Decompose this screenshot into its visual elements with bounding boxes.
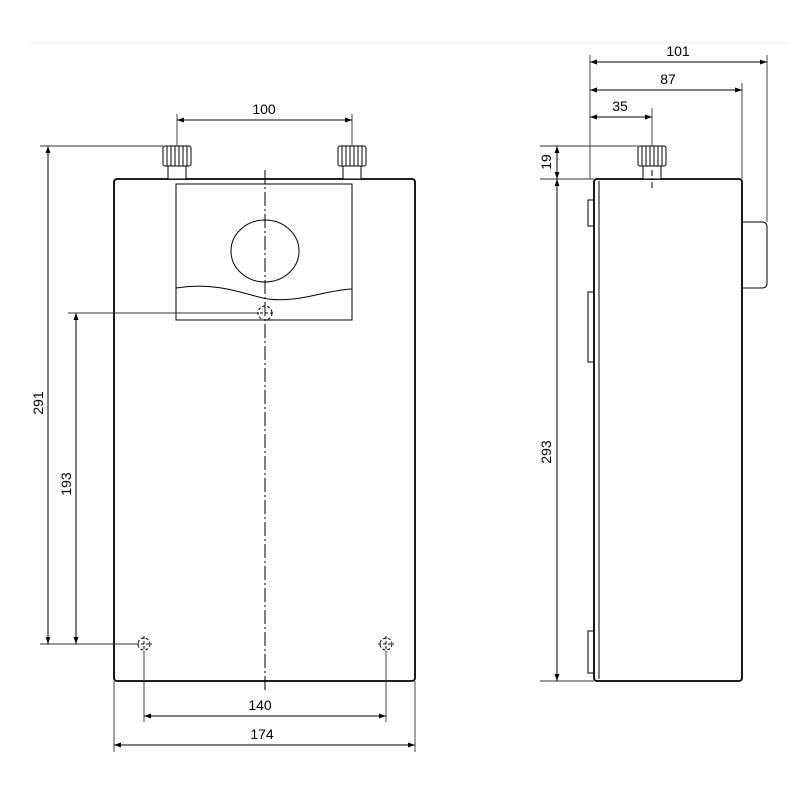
control-panel <box>175 183 353 321</box>
dim-total-width-label: 174 <box>250 726 274 742</box>
control-panel-outline <box>175 183 353 321</box>
dim-total-height-label: 291 <box>30 391 46 415</box>
hot-water-connector <box>337 145 367 180</box>
middle-bracket <box>587 291 595 363</box>
front-view: 100 291 193 140 174 <box>30 101 416 752</box>
control-panel-wave <box>175 285 353 301</box>
dim-mount-spacing-label: 140 <box>248 697 272 713</box>
side-connector <box>637 145 667 190</box>
dim-mount-height: 193 <box>58 313 79 644</box>
dim-inlet-height: 19 <box>538 146 560 179</box>
dim-inlet-offset-label: 35 <box>612 98 628 114</box>
dim-total-width: 174 <box>114 726 415 748</box>
side-body-outline <box>593 178 743 682</box>
dim-depth-body: 87 <box>590 71 742 93</box>
side-view: 101 87 35 19 293 <box>538 43 768 682</box>
dim-inlet-height-label: 19 <box>538 154 554 170</box>
lower-right-mount-hole <box>378 636 394 652</box>
dim-total-height: 291 <box>30 146 51 644</box>
dim-inlet-offset: 35 <box>590 98 652 120</box>
dim-inlet-spacing: 100 <box>177 101 352 123</box>
dim-depth-body-label: 87 <box>660 71 676 87</box>
dim-mount-spacing: 140 <box>144 697 386 719</box>
dim-inlet-spacing-label: 100 <box>252 101 276 117</box>
dim-body-height-label: 293 <box>538 440 554 464</box>
upper-mount-hole <box>255 305 275 321</box>
dim-depth-overall: 101 <box>590 43 767 65</box>
dim-body-height: 293 <box>538 179 560 681</box>
cold-water-connector <box>162 145 192 180</box>
dim-mount-height-label: 193 <box>58 472 74 496</box>
side-knob <box>742 221 768 289</box>
bottom-bracket <box>587 630 595 674</box>
dim-depth-overall-label: 101 <box>666 43 690 59</box>
temperature-knob <box>230 219 300 283</box>
lower-left-mount-hole <box>136 636 152 652</box>
top-bracket <box>587 199 595 227</box>
